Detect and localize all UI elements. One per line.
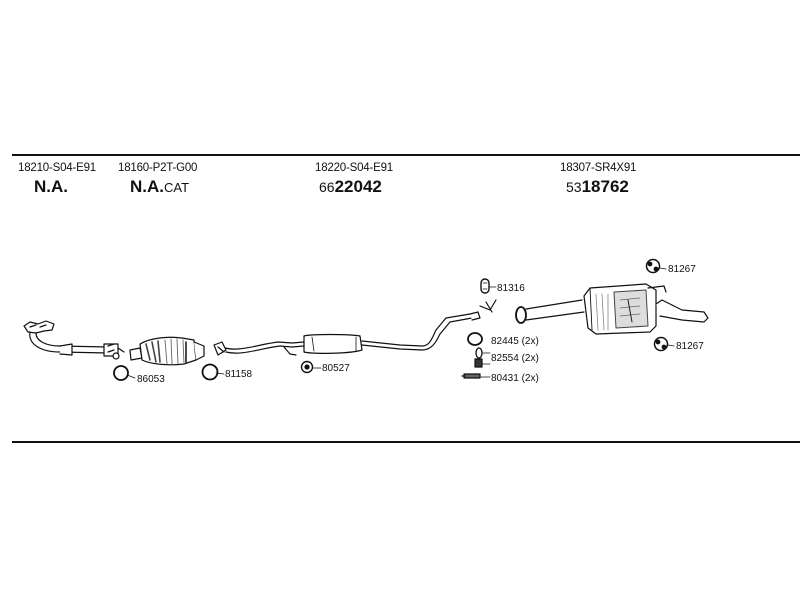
part-number: 18210-S04-E91	[18, 162, 96, 174]
callout-82554: 82554 (2x)	[491, 353, 539, 364]
gasket-81158	[201, 363, 225, 381]
reference-main: 22042	[334, 177, 382, 196]
callout-81267-bottom: 81267	[676, 341, 704, 352]
callout-81316: 81316	[497, 283, 525, 294]
bracket-small	[479, 299, 497, 313]
reference-main: N.A.	[130, 177, 164, 196]
rear-silencer	[583, 283, 709, 335]
connector-pipe	[515, 299, 585, 324]
callout-80431: 80431 (2x)	[491, 373, 539, 384]
hardware-stack	[461, 347, 491, 379]
reference-main: 18762	[581, 177, 629, 196]
callout-86053: 86053	[137, 374, 165, 385]
part-number: 18160-P2T-G00	[118, 162, 198, 174]
header-front-pipe: 18210-S04-E91 N.A.	[18, 162, 96, 198]
header-catalytic-converter: 18160-P2T-G00 N.A.CAT	[118, 162, 197, 198]
front-pipe	[23, 320, 125, 360]
reference-prefix: 53	[566, 179, 582, 195]
hanger-81267-top	[645, 258, 667, 274]
hanger-81316	[480, 278, 497, 294]
reference-number: 6622042	[315, 177, 393, 198]
reference-main: N.A.	[34, 177, 68, 196]
middle-pipe	[213, 311, 481, 356]
hanger-80527	[300, 360, 322, 374]
header-rear-silencer: 18307-SR4X91 5318762	[560, 162, 636, 198]
reference-number: 5318762	[560, 177, 636, 198]
callout-81267-top: 81267	[668, 264, 696, 275]
catalytic-converter	[129, 336, 205, 366]
callout-80527: 80527	[322, 363, 350, 374]
reference-number: N.A.	[18, 177, 96, 198]
reference-prefix: 66	[319, 179, 335, 195]
bottom-rule	[12, 441, 800, 443]
callout-81158: 81158	[225, 369, 253, 380]
reference-number: N.A.CAT	[118, 177, 197, 198]
callout-82445: 82445 (2x)	[491, 336, 539, 347]
top-rule	[12, 154, 800, 156]
part-number: 18307-SR4X91	[560, 162, 637, 174]
gasket-86053	[113, 365, 136, 381]
clamp-ring	[467, 332, 483, 346]
hanger-81267-bottom	[653, 336, 675, 352]
part-number: 18220-S04-E91	[315, 162, 393, 174]
header-middle-silencer: 18220-S04-E91 6622042	[315, 162, 393, 198]
reference-suffix: CAT	[164, 180, 190, 195]
